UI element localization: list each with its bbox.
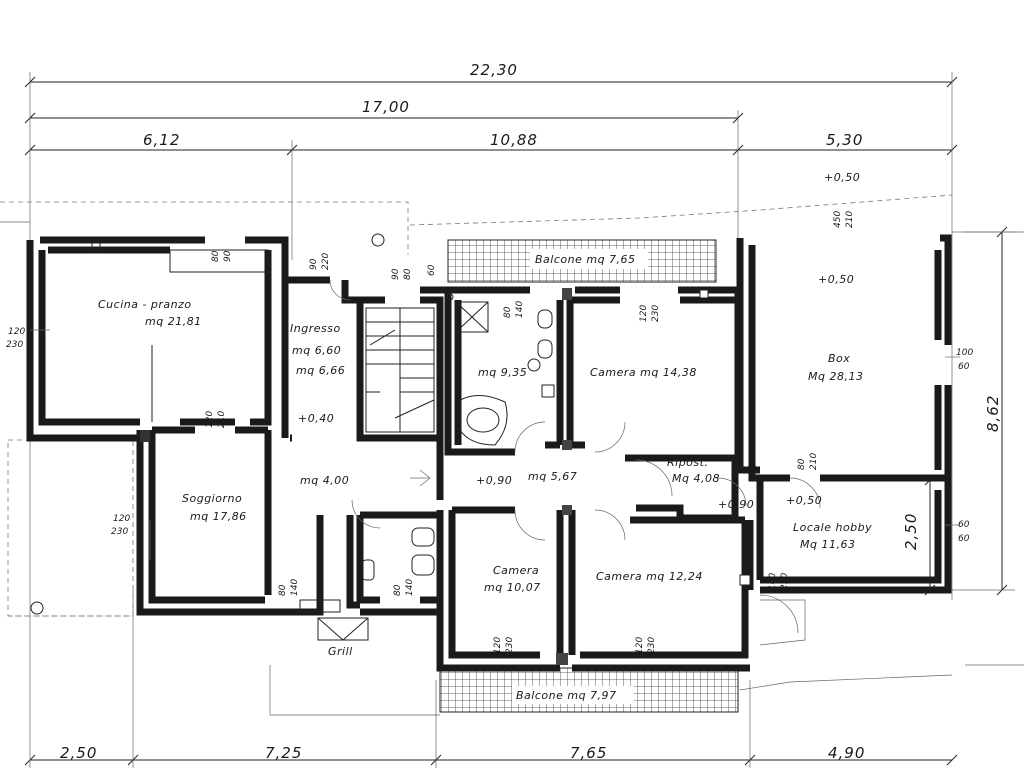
opening-living-w-b: 230 xyxy=(111,527,128,537)
columns xyxy=(30,233,751,665)
dim-hobby-depth: 2,50 xyxy=(902,513,920,550)
opening-bed1-b: 230 xyxy=(651,305,661,322)
kitchen-name: Cucina - pranzo xyxy=(98,298,192,311)
opening-living-s-a: 80 xyxy=(278,584,288,596)
hobby-area: Mq 11,63 xyxy=(800,538,855,551)
balcony-bottom-label: Balcone mq 7,97 xyxy=(516,689,617,702)
level-corridor: +0,90 xyxy=(476,474,512,487)
opening-hobby-s-a: 100 xyxy=(768,573,778,590)
opening-bath-b: 140 xyxy=(515,301,525,318)
level-box-top: +0,50 xyxy=(824,171,860,184)
opening-rip-b: 210 xyxy=(809,453,819,470)
corridor-area: mq 5,67 xyxy=(528,470,577,483)
dim-house-width: 17,00 xyxy=(362,98,410,116)
dim-bottom-3: 7,65 xyxy=(570,744,607,762)
opening-sizes: 80 90 90 220 90 80 60 80 140 120 230 450… xyxy=(6,211,973,654)
dim-garage-width: 5,30 xyxy=(826,131,863,149)
hobby-name: Locale hobby xyxy=(793,521,872,534)
opening-box-top-a: 450 xyxy=(833,211,843,228)
bathroom-fixtures xyxy=(455,301,555,446)
balcony-top: Balcone mq 7,65 xyxy=(447,239,717,283)
dim-left-block: 6,12 xyxy=(143,131,180,149)
dim-middle-block: 10,88 xyxy=(490,131,538,149)
opening-hobby-e-a: 60 xyxy=(958,520,970,530)
opening-box-e-a: 100 xyxy=(956,348,973,358)
storage-name: Ripost. xyxy=(667,456,708,469)
opening-hobby-s-b: 210 xyxy=(780,573,790,590)
opening-kitchen-w-a: 120 xyxy=(8,327,25,337)
opening-ingresso-b: 220 xyxy=(321,253,331,270)
terrace-outlines xyxy=(0,194,1024,716)
opening-stair-a: 90 xyxy=(391,268,401,280)
opening-rip-a: 80 xyxy=(797,458,807,470)
opening-kitchen-n-a: 80 xyxy=(211,250,221,262)
opening-box-e-b: 60 xyxy=(958,362,970,372)
opening-kitchen-n-b: 90 xyxy=(223,250,233,262)
balcony-bottom: Balcone mq 7,97 xyxy=(439,667,739,713)
box-area: Mq 28,13 xyxy=(808,370,863,383)
box-name: Box xyxy=(828,352,850,365)
living-name: Soggiorno xyxy=(182,492,242,505)
opening-bed3-a: 120 xyxy=(635,637,645,654)
kitchen-fixtures xyxy=(91,241,269,422)
dim-bottom-1: 2,50 xyxy=(60,744,97,762)
opening-bath-a: 80 xyxy=(503,306,513,318)
level-hobby-a: +0,90 xyxy=(718,498,754,511)
walls xyxy=(26,234,952,672)
entrance-area-1: mq 6,60 xyxy=(292,344,341,357)
living-area: mq 17,86 xyxy=(190,510,247,523)
bedroom-2-area: mq 10,07 xyxy=(484,581,541,594)
opening-living-s-b: 140 xyxy=(290,579,300,596)
level-marks: +0,40 +0,90 +0,50 +0,50 +0,90 +0,50 xyxy=(298,171,860,511)
opening-ingresso-a: 90 xyxy=(309,258,319,270)
opening-bed1-a: 120 xyxy=(639,305,649,322)
opening-living-w-a: 120 xyxy=(113,514,130,524)
wc-fixtures xyxy=(361,527,435,581)
bedroom-1-label: Camera mq 14,38 xyxy=(590,366,697,379)
level-entrance: +0,40 xyxy=(298,412,334,425)
opening-living-n-b: 210 xyxy=(217,411,227,428)
bedroom-2-name: Camera xyxy=(493,564,539,577)
dimension-lines xyxy=(24,72,1015,768)
dim-overall-width: 22,30 xyxy=(470,61,518,79)
door-swings xyxy=(30,279,960,634)
dimension-labels: 22,30 17,00 6,12 10,88 5,30 2,50 7,25 7,… xyxy=(60,61,1002,762)
entrance-area-2: mq 6,66 xyxy=(296,364,345,377)
opening-hobby-e-b: 60 xyxy=(958,534,970,544)
entrance-name: Ingresso xyxy=(290,322,341,335)
balcony-top-label: Balcone mq 7,65 xyxy=(535,253,636,266)
opening-kitchen-w-b: 230 xyxy=(6,340,23,350)
opening-stair-b: 80 xyxy=(403,268,413,280)
dim-bottom-2: 7,25 xyxy=(265,744,302,762)
bath-area: mq 9,35 xyxy=(478,366,527,379)
opening-bed2-b: 230 xyxy=(505,637,515,654)
opening-stair-c: 60 xyxy=(427,264,437,276)
fixtures xyxy=(30,233,960,665)
level-hobby-b: +0,50 xyxy=(786,494,822,507)
hall-small-area: mq 4,00 xyxy=(300,474,349,487)
dim-garage-depth: 8,62 xyxy=(984,395,1002,432)
opening-box-top-b: 210 xyxy=(845,211,855,228)
grill-label: Grill xyxy=(328,645,353,658)
opening-wc-s-b: 140 xyxy=(405,579,415,596)
room-labels: Cucina - pranzo mq 21,81 Ingresso mq 6,6… xyxy=(98,298,872,658)
staircase xyxy=(365,307,435,433)
opening-wc-s-a: 80 xyxy=(393,584,403,596)
opening-bed2-a: 120 xyxy=(493,637,503,654)
grill xyxy=(299,599,369,641)
storage-area: Mq 4,08 xyxy=(672,472,720,485)
opening-bed3-b: 230 xyxy=(647,637,657,654)
dim-bottom-4: 4,90 xyxy=(828,744,865,762)
opening-living-n-a: 120 xyxy=(205,411,215,428)
level-box-mid: +0,50 xyxy=(818,273,854,286)
bedroom-3-label: Camera mq 12,24 xyxy=(596,570,703,583)
kitchen-area: mq 21,81 xyxy=(145,315,202,328)
